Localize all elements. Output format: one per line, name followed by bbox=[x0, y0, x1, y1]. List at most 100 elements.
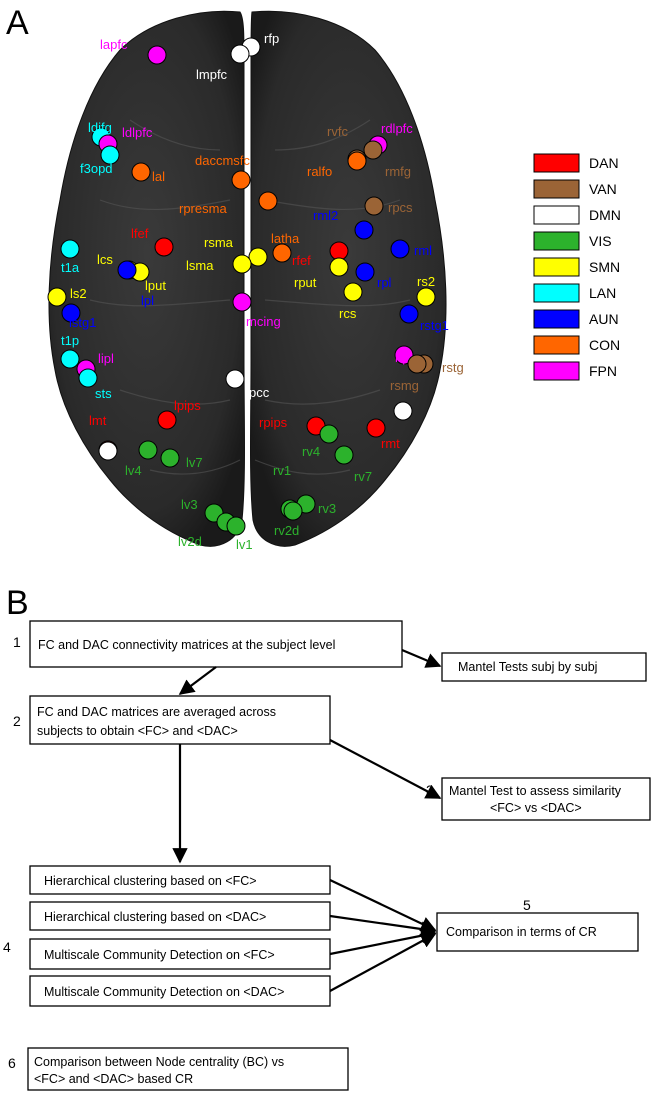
node-label-rstg1: rstg1 bbox=[420, 318, 449, 333]
node-daccmsfc bbox=[231, 170, 251, 190]
box-node-centrality-line2: <FC> and <DAC> based CR bbox=[34, 1072, 193, 1086]
node-lpl bbox=[117, 260, 137, 280]
node-label-rstg: rstg bbox=[442, 360, 464, 375]
node-label-rml: rml bbox=[414, 243, 432, 258]
box-mantel-similarity-line2: <FC> vs <DAC> bbox=[490, 801, 582, 815]
node-label-daccmsfc: daccmsfc bbox=[195, 153, 250, 168]
arrow-mcd-fc-to-cr bbox=[329, 928, 437, 956]
legend-label-dan: DAN bbox=[589, 155, 619, 171]
node-label-lfef: lfef bbox=[131, 226, 149, 241]
node-rmt bbox=[366, 418, 386, 438]
box-mantel-subj bbox=[441, 652, 647, 682]
box-comparison-cr-text: Comparison in terms of CR bbox=[446, 925, 597, 939]
node-label-lv1: lv1 bbox=[236, 537, 253, 552]
node-unlabeled-55 bbox=[393, 401, 413, 421]
node-rpcs bbox=[364, 196, 384, 216]
box-subject-level-text: FC and DAC connectivity matrices at the … bbox=[38, 638, 335, 652]
node-label-ls2: ls2 bbox=[70, 286, 87, 301]
node-rmfg bbox=[363, 140, 383, 160]
box-node-centrality bbox=[27, 1047, 349, 1091]
legend-label-fpn: FPN bbox=[589, 363, 617, 379]
node-label-rml2: rml2 bbox=[313, 208, 338, 223]
node-label-rv3: rv3 bbox=[318, 501, 336, 516]
node-rput bbox=[329, 257, 349, 277]
node-t1p bbox=[60, 349, 80, 369]
arrow-mcd-dac-to-cr bbox=[329, 933, 437, 992]
node-label-lv2d: lv2d bbox=[178, 534, 202, 549]
node-lv4 bbox=[138, 440, 158, 460]
node-label-lmpfc: lmpfc bbox=[196, 67, 228, 82]
node-label-lv7: lv7 bbox=[186, 455, 203, 470]
node-lmpfc bbox=[230, 44, 250, 64]
node-label-rfef: rfef bbox=[292, 253, 311, 268]
box-mantel-subj-text: Mantel Tests subj by subj bbox=[458, 660, 597, 674]
node-lstg1 bbox=[61, 303, 81, 323]
node-label-f3opd: f3opd bbox=[80, 161, 113, 176]
node-mcing bbox=[232, 292, 252, 312]
legend-swatch-aun bbox=[533, 309, 580, 329]
node-label-rpcs: rpcs bbox=[388, 200, 413, 215]
node-rsmg bbox=[407, 354, 427, 374]
node-label-ldifg: ldifg bbox=[88, 120, 112, 135]
node-rml bbox=[390, 239, 410, 259]
step-number-1: 1 bbox=[13, 634, 21, 650]
node-lv7 bbox=[160, 448, 180, 468]
node-sts bbox=[78, 368, 98, 388]
node-label-lv4: lv4 bbox=[125, 463, 142, 478]
arrow-to-mantel-subj bbox=[401, 648, 442, 668]
node-label-lpl: lpl bbox=[141, 293, 154, 308]
node-rs2 bbox=[416, 287, 436, 307]
box-mantel-similarity bbox=[441, 777, 651, 821]
node-label-rput: rput bbox=[294, 275, 317, 290]
panel-a-letter: A bbox=[6, 4, 29, 42]
node-rpl bbox=[355, 262, 375, 282]
legend-label-lan: LAN bbox=[589, 285, 616, 301]
node-label-rpl: rpl bbox=[377, 275, 392, 290]
node-rv4 bbox=[319, 424, 339, 444]
step-number-2: 2 bbox=[13, 713, 21, 729]
legend-swatch-dmn bbox=[533, 205, 580, 225]
step-number-4: 4 bbox=[3, 939, 11, 955]
node-label-rv2d: rv2d bbox=[274, 523, 299, 538]
arrow-to-mantel-similarity bbox=[329, 739, 442, 799]
box-averaged bbox=[29, 695, 331, 745]
node-label-lapfc: lapfc bbox=[100, 37, 128, 52]
legend-label-dmn: DMN bbox=[589, 207, 621, 223]
node-label-lput: lput bbox=[145, 278, 166, 293]
node-lfef bbox=[154, 237, 174, 257]
legend-swatch-smn bbox=[533, 257, 580, 277]
node-label-lsma: lsma bbox=[186, 258, 214, 273]
node-label-rvfc: rvfc bbox=[327, 124, 348, 139]
box-averaged-line2: subjects to obtain <FC> and <DAC> bbox=[37, 724, 238, 738]
legend-label-aun: AUN bbox=[589, 311, 619, 327]
node-rcs bbox=[343, 282, 363, 302]
node-label-rv1: rv1 bbox=[273, 463, 291, 478]
legend-label-van: VAN bbox=[589, 181, 617, 197]
node-label-lv3: lv3 bbox=[181, 497, 198, 512]
legend-label-vis: VIS bbox=[589, 233, 612, 249]
node-label-rmfg: rmfg bbox=[385, 164, 411, 179]
node-label-rs2: rs2 bbox=[417, 274, 435, 289]
node-lapfc bbox=[147, 45, 167, 65]
arrow-to-averaged bbox=[178, 666, 217, 695]
node-lv1 bbox=[226, 516, 246, 536]
box-mantel-similarity-line1: Mantel Test to assess similarity bbox=[449, 784, 622, 798]
box-mcd-fc bbox=[29, 938, 331, 970]
legend-swatch-con bbox=[533, 335, 580, 355]
node-rv7 bbox=[334, 445, 354, 465]
node-lpips bbox=[157, 410, 177, 430]
box-averaged-line1: FC and DAC matrices are averaged across bbox=[37, 705, 276, 719]
legend-swatch-vis bbox=[533, 231, 580, 251]
node-ripl bbox=[394, 345, 414, 365]
box-mcd-fc-text: Multiscale Community Detection on <FC> bbox=[44, 948, 275, 962]
box-hc-dac bbox=[29, 901, 331, 931]
node-lsma bbox=[232, 254, 252, 274]
step-number-3: 3 bbox=[426, 782, 434, 798]
node-rpresma bbox=[258, 191, 278, 211]
node-label-rdlpfc: rdlpfc bbox=[381, 121, 413, 136]
legend-label-smn: SMN bbox=[589, 259, 620, 275]
node-label-sts: sts bbox=[95, 386, 112, 401]
node-rstg1 bbox=[399, 304, 419, 324]
